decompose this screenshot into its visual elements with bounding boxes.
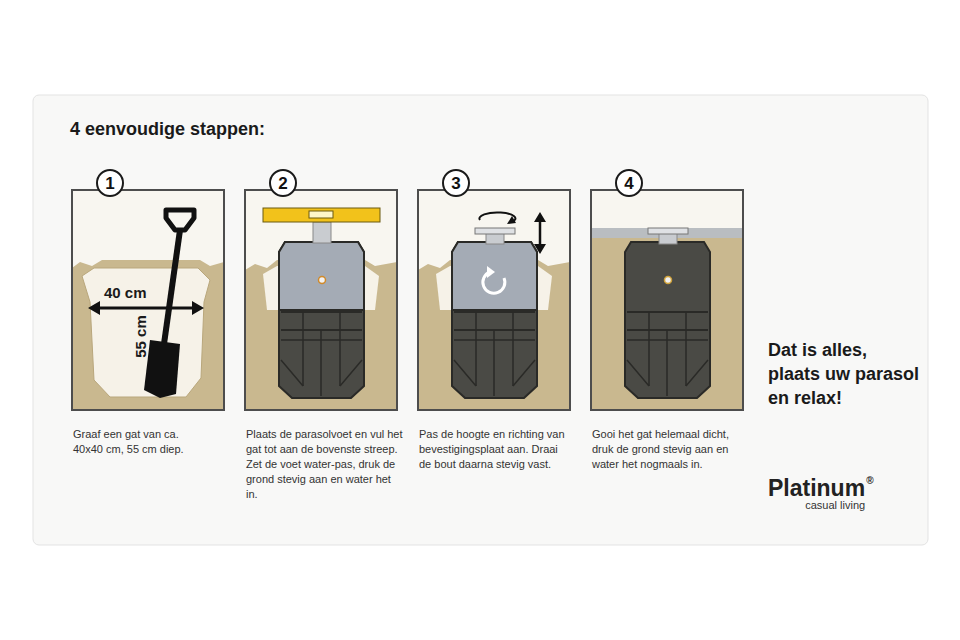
step-number: 2	[278, 175, 287, 192]
brand-logo: Platinum	[768, 475, 865, 502]
step-caption: Graaf een gat van ca. 40x40 cm, 55 cm di…	[73, 427, 185, 457]
step-caption: Pas de hoogte en richting van bevestigin…	[419, 427, 571, 472]
step-number: 4	[624, 175, 633, 192]
dimension-label: 40 cm	[104, 284, 147, 301]
diagram-title: 4 eenvoudige stappen:	[70, 119, 265, 140]
step-number-circle: 4	[615, 169, 643, 197]
step-caption: Gooi het gat helemaal dicht, druk de gro…	[592, 427, 748, 472]
step-number-circle: 2	[269, 169, 297, 197]
closing-note: Dat is alles, plaats uw parasol en relax…	[768, 338, 922, 410]
brand-tagline: casual living	[805, 499, 865, 511]
step-number: 1	[105, 175, 114, 192]
dimension-label: 55 cm	[131, 315, 148, 358]
step-caption: Plaats de parasolvoet en vul het gat tot…	[246, 427, 404, 502]
step-number-circle: 1	[96, 169, 124, 197]
step-number: 3	[451, 175, 460, 192]
step-number-circle: 3	[442, 169, 470, 197]
registered-mark: ®	[866, 475, 873, 486]
